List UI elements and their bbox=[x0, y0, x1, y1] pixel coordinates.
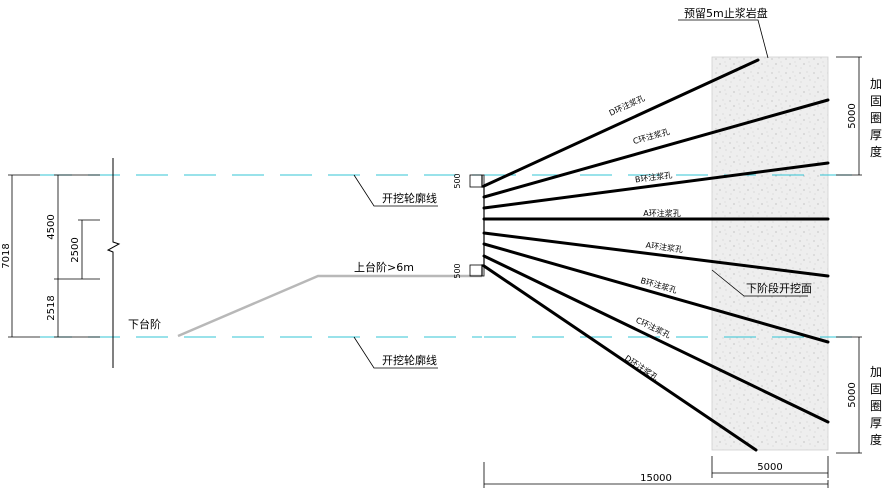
contour-leader-bottom bbox=[353, 336, 438, 369]
hole-label-b-lower: B环注浆孔 bbox=[639, 275, 678, 295]
reinforce-bottom-char-4: 厚 bbox=[870, 416, 882, 430]
hole-d-upper bbox=[482, 58, 760, 188]
top-note: 预留5m止浆岩盘 bbox=[684, 6, 768, 20]
dim-mid-offset: 500 bbox=[453, 263, 462, 278]
dim-lower-height: 2518 bbox=[46, 295, 57, 320]
reinforce-top-char-2: 固 bbox=[870, 94, 882, 108]
top-note-leader bbox=[678, 19, 769, 59]
dim-bottom-width: 5000 bbox=[757, 462, 782, 473]
hole-b-lower bbox=[482, 242, 830, 344]
bottom-dims bbox=[483, 456, 829, 488]
reinforce-top-char-5: 度 bbox=[870, 144, 882, 159]
hole-label-a-lower: A环注浆孔 bbox=[645, 240, 683, 255]
dim-right-top: 5000 bbox=[847, 103, 858, 128]
reinforce-bottom-char-1: 加 bbox=[870, 365, 882, 379]
reinforce-bottom-char-2: 固 bbox=[870, 382, 882, 396]
right-dim-bottom bbox=[836, 336, 862, 454]
upper-bench-label: 上台阶>6m bbox=[354, 260, 414, 274]
reinforce-top-char-4: 厚 bbox=[870, 128, 882, 142]
contour-leader-top bbox=[353, 174, 438, 207]
left-dimensions bbox=[8, 174, 100, 338]
hole-c-upper bbox=[482, 98, 830, 199]
hole-c-lower bbox=[482, 254, 830, 424]
break-line bbox=[106, 158, 121, 368]
right-dim-top bbox=[836, 56, 862, 176]
hole-b-upper bbox=[482, 161, 830, 210]
hole-label-d-lower: D环注浆孔 bbox=[623, 353, 660, 383]
dim-step-height: 2500 bbox=[70, 237, 81, 262]
bench-profile bbox=[177, 274, 482, 338]
dim-upper-height: 4500 bbox=[46, 214, 57, 239]
dim-right-bottom: 5000 bbox=[847, 382, 858, 407]
dim-bottom-total: 15000 bbox=[640, 473, 672, 484]
reinforce-top-char-1: 加 bbox=[870, 77, 882, 91]
reinforce-bottom-char-3: 圈 bbox=[870, 399, 882, 413]
dim-total-height: 7018 bbox=[1, 243, 12, 268]
grout-hole-fan bbox=[482, 58, 830, 452]
tunnel-face bbox=[481, 175, 485, 276]
face-box-top bbox=[469, 174, 485, 188]
reinforce-top-char-3: 圈 bbox=[870, 111, 882, 125]
hole-a-lower bbox=[482, 231, 830, 278]
face-box-bottom bbox=[469, 264, 485, 277]
hole-label-b-upper: B环注浆孔 bbox=[634, 170, 672, 185]
hole-label-c-upper: C环注浆孔 bbox=[632, 126, 671, 146]
lower-bench-label: 下台阶 bbox=[128, 317, 161, 331]
hole-label-a-upper: A环注浆孔 bbox=[643, 208, 680, 218]
contour-label-top: 开挖轮廓线 bbox=[382, 191, 437, 205]
rock-zone bbox=[711, 56, 829, 451]
lower-section-label: 下阶段开挖面 bbox=[746, 281, 812, 295]
contour-label-bottom: 开挖轮廓线 bbox=[382, 353, 437, 367]
dim-top-offset: 500 bbox=[453, 173, 462, 188]
lower-section-leader bbox=[711, 269, 808, 297]
reinforce-bottom-char-5: 度 bbox=[870, 432, 882, 447]
hole-d-lower bbox=[482, 264, 758, 452]
